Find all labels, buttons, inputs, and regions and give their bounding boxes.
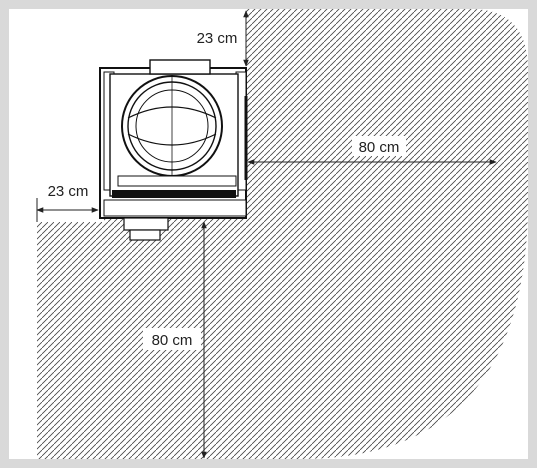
dimension-label-right: 80 cm: [359, 139, 400, 156]
dimension-left: 23 cm: [36, 180, 99, 222]
dimension-top: 23 cm: [192, 10, 249, 67]
dimension-right: 80 cm: [247, 136, 497, 165]
dimension-bottom: 80 cm: [143, 221, 207, 459]
dimension-label-top: 23 cm: [197, 30, 238, 47]
dimension-label-left: 23 cm: [48, 183, 89, 200]
boiler-top-view-icon: [99, 59, 248, 241]
dimension-label-bottom: 80 cm: [152, 332, 193, 349]
